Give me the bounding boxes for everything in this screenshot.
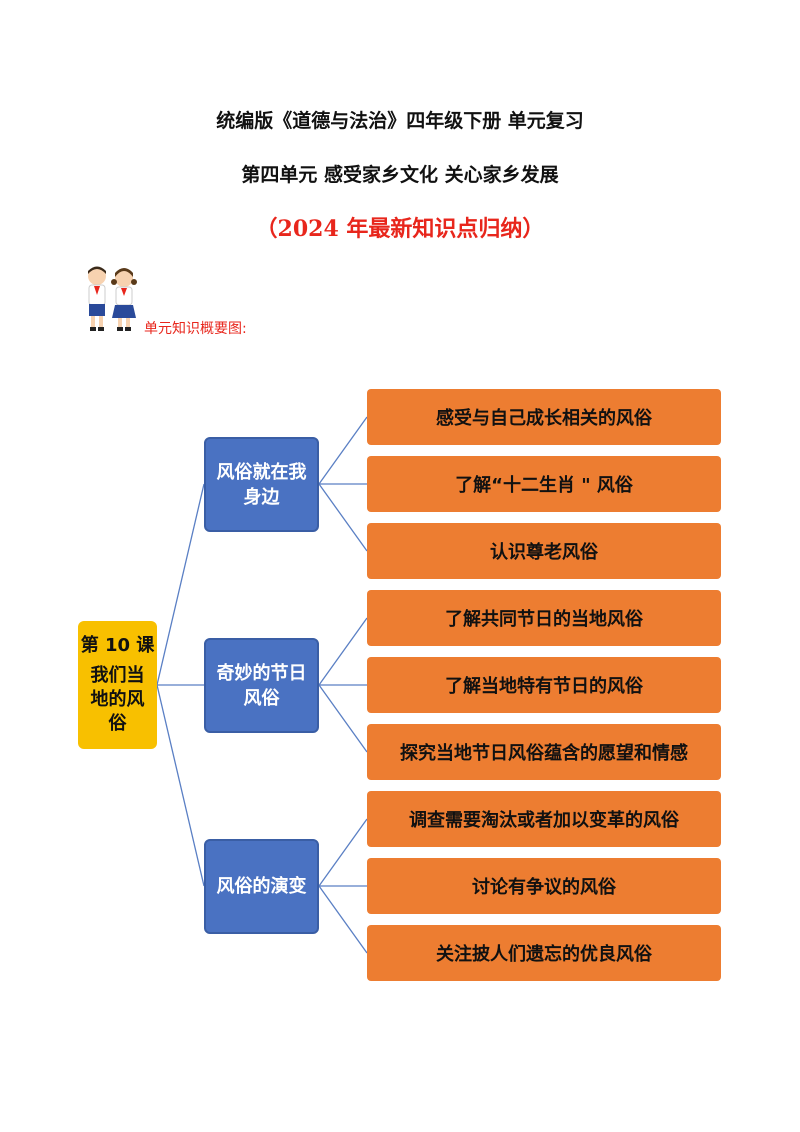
- leaf-growth-customs: 感受与自己成长相关的风俗: [367, 389, 721, 445]
- leaf-respect-elders: 认识尊老风俗: [367, 523, 721, 579]
- leaf-forgotten-customs: 关注披人们遗忘的优良风俗: [367, 925, 721, 981]
- children-illustration: [88, 266, 137, 331]
- branch-customs-around-me: 风俗就在我身边: [204, 437, 319, 532]
- root-lesson-number: 第 10 课: [80, 635, 155, 656]
- leaf-zodiac-customs: 了解“十二生肖 " 风俗: [367, 456, 721, 512]
- branch-festival-customs: 奇妙的节日风俗: [204, 638, 319, 733]
- branch-customs-evolution: 风俗的演变: [204, 839, 319, 934]
- unit-title: 第四单元 感受家乡文化 关心家乡发展: [241, 164, 559, 186]
- tagline: （2024 年最新知识点归纳）: [255, 216, 545, 242]
- root-lesson-title: 我们当地的风俗: [90, 665, 145, 734]
- leaf-common-festivals: 了解共同节日的当地风俗: [367, 590, 721, 646]
- leaf-festival-meanings: 探究当地节日风俗蕴含的愿望和情感: [367, 724, 721, 780]
- leaf-reform-customs: 调查需要淘汰或者加以变革的风俗: [367, 791, 721, 847]
- leaf-controversial-customs: 讨论有争议的风俗: [367, 858, 721, 914]
- section-caption: 单元知识概要图:: [144, 321, 247, 337]
- mindmap-root: 第 10 课 我们当地的风俗: [78, 621, 157, 749]
- leaf-local-festivals: 了解当地特有节日的风俗: [367, 657, 721, 713]
- document-title: 统编版《道德与法治》四年级下册 单元复习: [216, 110, 584, 132]
